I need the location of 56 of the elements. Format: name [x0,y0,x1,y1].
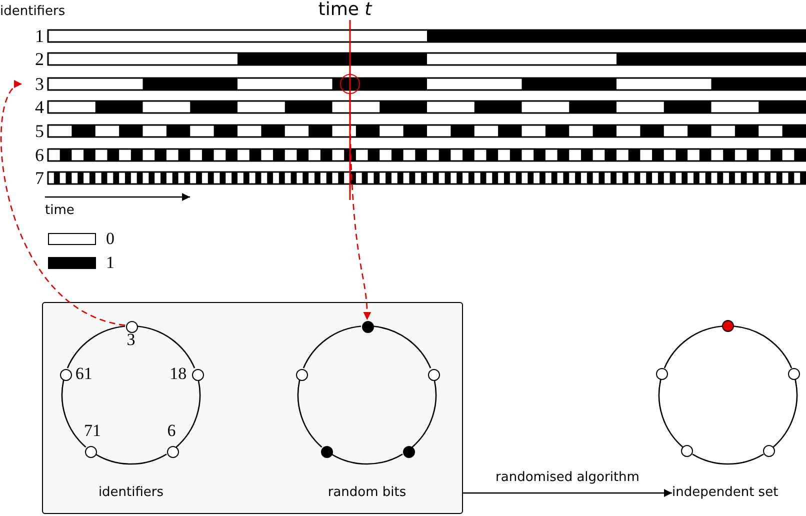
edge-label: randomised algorithm [494,471,640,484]
row-number: 3 [22,74,44,94]
graph-vertex [192,368,204,381]
arrow [463,489,672,497]
graph-vertex [85,446,98,458]
graph-vertex [126,321,138,333]
ring-edge [692,454,764,465]
ring-edge [658,379,684,448]
legend-label: 0 [106,230,114,247]
output-label: independent set [672,484,804,502]
ring-edge [61,379,86,448]
vertex-identifier: 6 [166,422,177,439]
dashed-arrow [0,83,126,326]
ring-edge [772,379,798,448]
ring-edge [331,454,403,465]
graph-vertex [321,446,334,458]
ring-edge [412,379,437,448]
row-number: 1 [22,26,44,46]
row-number: 7 [22,168,44,188]
graph-vertex [402,446,415,458]
ring-edge [664,326,722,368]
row-number: 2 [22,49,44,69]
graph-caption: identifiers [97,486,165,499]
ring-edge [136,326,196,368]
vertex-identifier: 3 [126,331,136,348]
vertex-identifier: 61 [75,364,94,382]
graph-vertex [296,368,308,381]
ring-edge [176,379,201,448]
ring-edge [372,326,432,368]
time-marker-label: time t [317,1,374,19]
graph-vertex [762,444,775,457]
ring-edge [297,379,322,448]
graph-caption: random bits [326,486,408,499]
ring-edge [302,326,362,368]
axis-label: time [45,204,76,217]
graph-vertex [60,368,72,381]
graph-vertex [362,321,374,333]
ring-edge [66,326,126,368]
dashed-arrow [349,94,371,320]
graph-vertex [656,368,668,380]
graph-vertex [166,446,179,458]
graph-vertex [428,368,440,381]
row-number: 5 [22,121,44,141]
row-number: 6 [22,145,44,165]
ring-edge [734,326,792,368]
panel-background [42,302,463,514]
highlight-circle [340,74,360,94]
vertex-identifier: 71 [82,422,102,439]
graph-vertex [722,320,734,332]
row-number: 4 [22,97,44,117]
legend-label: 1 [106,254,114,271]
axis-title: identifiers [0,5,66,18]
graph-vertex [788,368,800,380]
graph-vertex [681,444,694,457]
ring-edge [95,454,167,465]
vertex-identifier: 18 [168,364,187,382]
